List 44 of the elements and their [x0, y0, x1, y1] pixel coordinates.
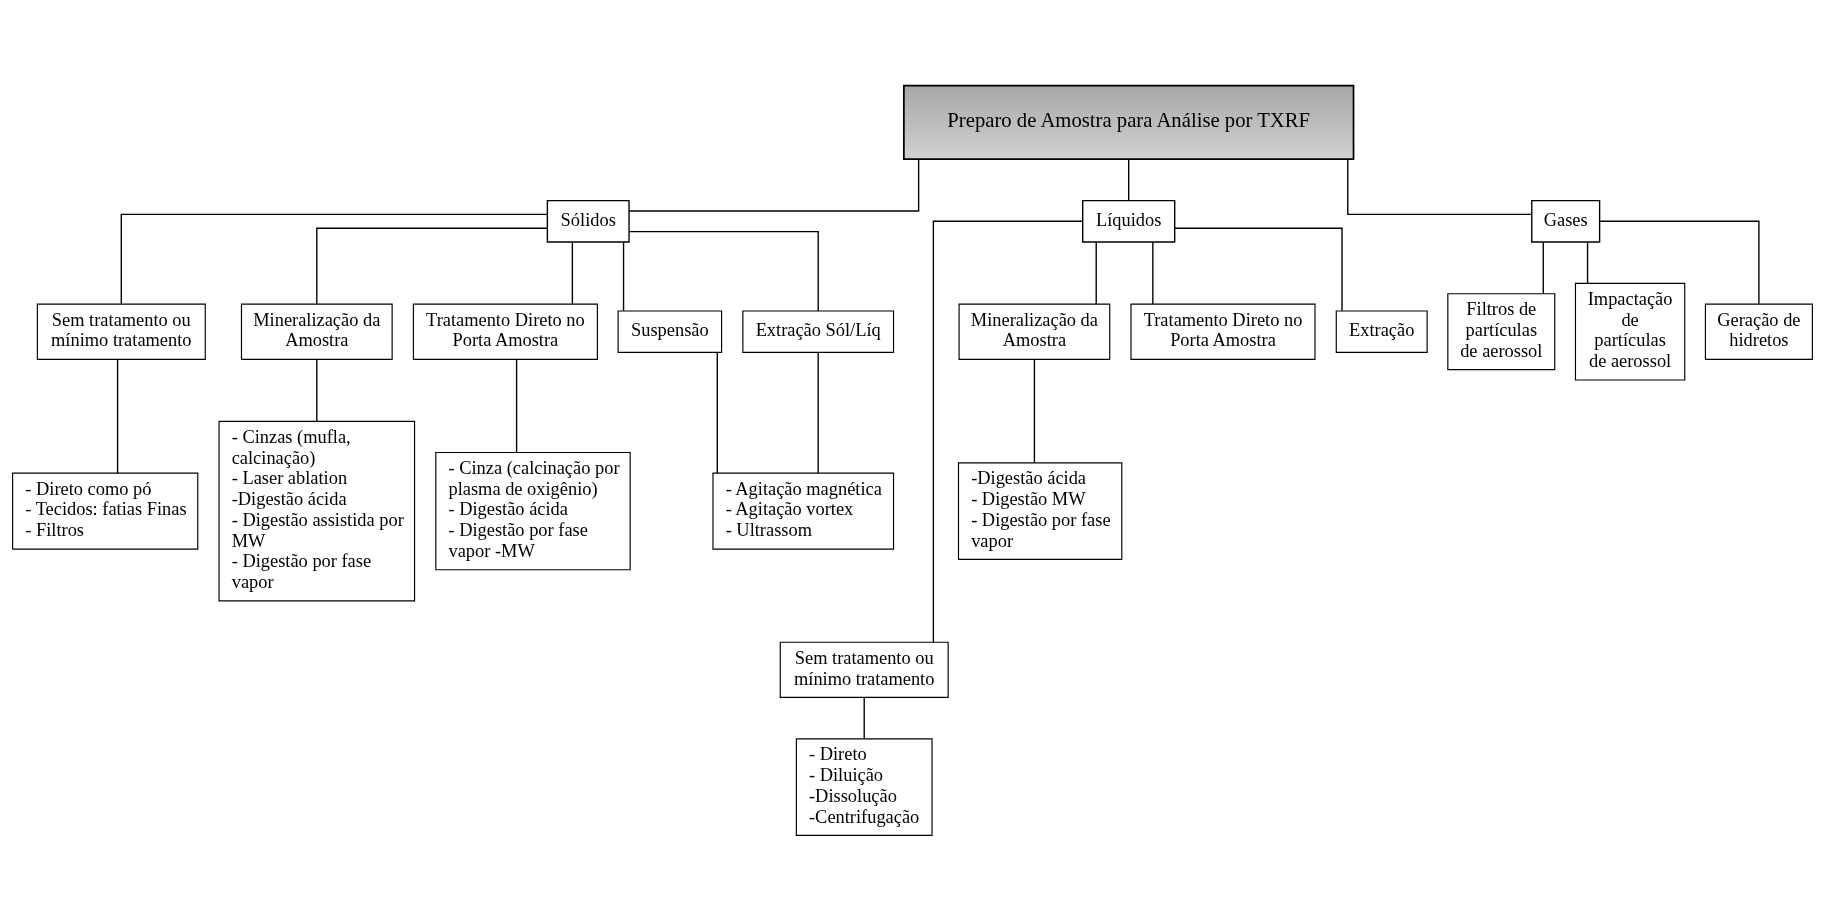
connector [1128, 158, 1130, 201]
node-box: - Cinzas (mufla, calcinação) - Laser ablation -Digestão ácida - Digestão assistida por MW - Digestão por fase vapor [218, 420, 416, 601]
connector [1599, 220, 1760, 305]
node-box: Geração de hidretos [1704, 303, 1813, 360]
connector [628, 158, 920, 212]
node-box: Tratamento Direto no Porta Amostra [1130, 303, 1316, 360]
connector [515, 358, 518, 453]
node-box: Gases [1531, 199, 1601, 243]
node-box: Líquidos [1082, 199, 1176, 243]
connector [817, 351, 819, 474]
node-box: Suspensão [617, 309, 723, 353]
node-box: Mineralização da Amostra [240, 303, 393, 360]
node-box: Tratamento Direto no Porta Amostra [412, 303, 598, 360]
node-box: Filtros de partículas de aerossol [1447, 292, 1556, 370]
node-box: -Digestão ácida - Digestão MW - Digestão por fase vapor [957, 461, 1123, 560]
connector [1586, 240, 1589, 284]
connector [1174, 227, 1343, 311]
connector [932, 220, 1084, 643]
connector [316, 227, 548, 305]
node-box: - Direto - Diluição -Dissolução -Centrifugação [795, 737, 933, 836]
connector [316, 358, 318, 422]
connector [716, 351, 718, 474]
node-box: - Direto como pó - Tecidos: fatias Finas - Filtros [12, 472, 199, 550]
connector [628, 230, 819, 312]
node-box: Extração Sól/Líq [742, 309, 895, 353]
connector [571, 240, 574, 305]
connector [1347, 158, 1533, 215]
connector [116, 358, 119, 474]
node-box: - Cinza (calcinação por plasma de oxigênio) - Digestão ácida - Digestão por fase vapor -MW [435, 451, 631, 570]
node-box: Preparo de Amostra para Análise por TXRF [903, 84, 1355, 160]
connector [1542, 240, 1544, 294]
node-box: Sólidos [546, 199, 630, 243]
node-box: Extração [1335, 309, 1428, 353]
connector [1095, 240, 1097, 305]
node-box: Impactação de partículas de aerossol [1574, 282, 1686, 381]
connector [1033, 358, 1036, 463]
connector [622, 240, 625, 311]
node-box: Sem tratamento ou mínimo tratamento [779, 641, 949, 698]
node-box: Mineralização da Amostra [958, 303, 1111, 360]
connector [120, 213, 548, 305]
connector [1152, 240, 1154, 305]
node-box: - Agitação magnética - Agitação vortex - Ultrassom [712, 472, 895, 550]
node-box: Sem tratamento ou mínimo tratamento [36, 303, 206, 360]
connector [863, 696, 865, 739]
